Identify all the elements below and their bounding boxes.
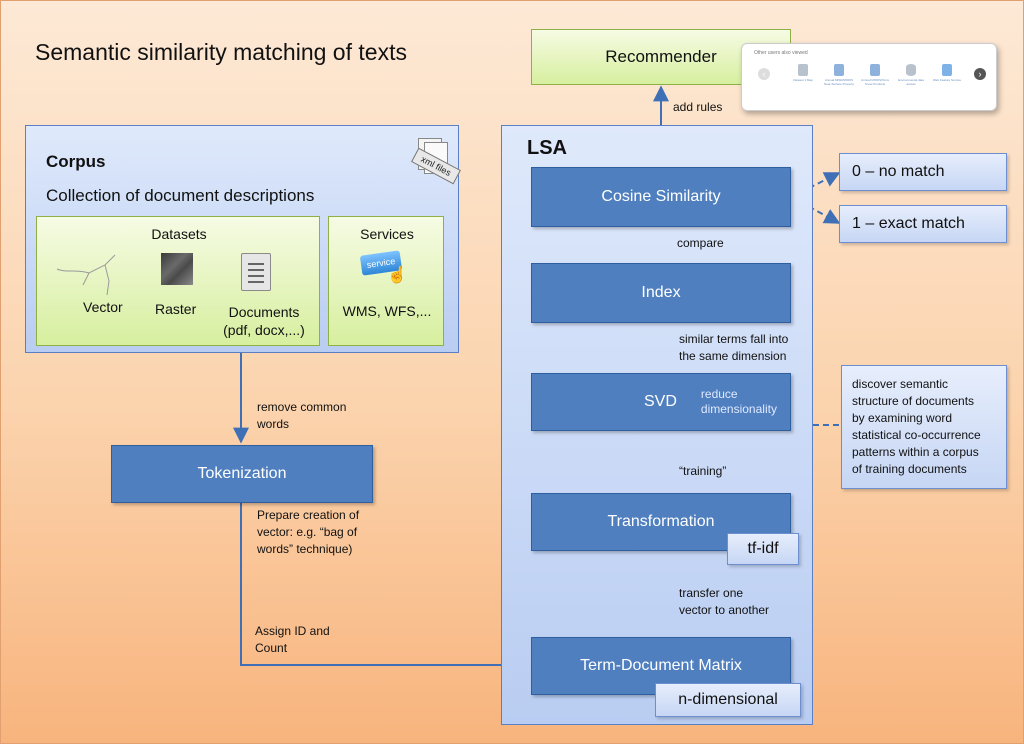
assign-id-label: Assign ID and Count (255, 623, 330, 657)
thumbnail-item-caption: Web Feature Service (932, 78, 962, 82)
index-label: Index (641, 284, 681, 301)
xml-files-icon: xml files (410, 138, 461, 185)
documents-label-line1: Documents (228, 304, 300, 320)
arrow-tokenization-to-tdm (240, 503, 531, 673)
lsa-note-line: structure of documents (852, 394, 975, 408)
prepare-line3: words” technique) (257, 542, 353, 556)
similar-terms-line2: the same dimension (679, 349, 787, 363)
documents-label-line2: (pdf, docx,...) (223, 322, 305, 338)
similar-terms-line1: similar terms fall into (679, 332, 789, 346)
transfer-line2: vector to another (679, 603, 770, 617)
svd-note-line2: dimensionality (700, 402, 777, 416)
svd-label: SVD (644, 393, 677, 410)
add-rules-label: add rules (673, 100, 723, 114)
assign-line1: Assign ID and (255, 624, 330, 638)
corpus-panel: Corpus Collection of document descriptio… (25, 125, 461, 353)
stack-icon (870, 64, 880, 76)
no-match-box: 0 – no match (839, 153, 1007, 191)
cosine-similarity-label: Cosine Similarity (601, 188, 721, 205)
services-heading: Services (360, 226, 414, 242)
lsa-note-line: by examining word (852, 411, 953, 425)
no-match-label: 0 – no match (852, 163, 945, 180)
thumbnail-item-caption: Annual MISR/MODIS Near-Surface Property (824, 78, 855, 86)
transfer-label: transfer one vector to another (679, 585, 769, 619)
thumbnail-prev-icon[interactable]: ‹ (758, 68, 770, 80)
n-dimensional-tag: n-dimensional (655, 683, 801, 717)
tfidf-tag: tf-idf (727, 533, 799, 565)
remove-line2: words (257, 417, 290, 431)
n-dimensional-label: n-dimensional (678, 691, 778, 708)
map-icon (798, 64, 808, 76)
dashed-cosine-to-exactmatch (790, 196, 841, 224)
services-box: Services service ☝ WMS, WFS,... (328, 216, 444, 346)
raster-icon (161, 253, 193, 285)
thumbnail-item-4[interactable]: Environmental data access (896, 64, 926, 86)
lsa-heading: LSA (527, 137, 567, 159)
page-title: Semantic similarity matching of texts (35, 39, 407, 65)
lsa-note-line: statistical co-occurrence (852, 428, 981, 442)
vector-icon (56, 254, 116, 296)
datasets-heading: Datasets (151, 226, 207, 242)
raster-label: Raster (155, 301, 197, 317)
lsa-description-note: discover semantic structure of documents… (841, 365, 1007, 489)
svd-note: reduce dimensionality (701, 387, 777, 417)
term-document-matrix-label: Term-Document Matrix (580, 657, 742, 674)
tfidf-label: tf-idf (747, 540, 779, 557)
thumbnail-item-1[interactable]: Dataset 1 Map (788, 64, 818, 82)
exact-match-box: 1 – exact match (839, 205, 1007, 243)
thumbnail-item-2[interactable]: Annual MISR/MODIS Near-Surface Property (824, 64, 854, 86)
similar-terms-label: similar terms fall into the same dimensi… (679, 331, 788, 365)
thumbnail-item-caption: Annual MODIS/Terra Snow Products (861, 78, 889, 86)
exact-match-label: 1 – exact match (852, 215, 965, 232)
corpus-subtitle: Collection of document descriptions (46, 186, 315, 205)
index-box: Index (531, 263, 791, 323)
prepare-vector-label: Prepare creation of vector: e.g. “bag of… (257, 507, 359, 558)
lsa-note-line: of training documents (852, 462, 967, 476)
prepare-line2: vector: e.g. “bag of (257, 525, 358, 539)
svd-note-line1: reduce (700, 387, 738, 401)
transfer-line1: transfer one (679, 586, 744, 600)
thumbnail-item-caption: Environmental data access (898, 78, 924, 86)
service-icon (942, 64, 952, 76)
remove-line1: remove common (257, 400, 347, 414)
lsa-note-line: patterns within a corpus (852, 445, 979, 459)
document-icon (241, 253, 271, 291)
recommender-label: Recommender (605, 47, 717, 66)
remove-common-words-label: remove common words (257, 399, 346, 433)
thumbnail-item-3[interactable]: Annual MODIS/Terra Snow Products (860, 64, 890, 86)
thumbnail-header: Other users also viewed (754, 50, 808, 56)
assign-line2: Count (255, 641, 288, 655)
transformation-label: Transformation (607, 513, 715, 530)
lsa-note-line: discover semantic (852, 377, 949, 391)
recommendation-thumbnail: Other users also viewed ‹ › Dataset 1 Ma… (741, 43, 997, 111)
thumbnail-next-icon[interactable]: › (974, 68, 986, 80)
thumbnail-item-caption: Dataset 1 Map (793, 78, 813, 82)
svd-box: SVD reduce dimensionality (531, 373, 791, 431)
corpus-heading: Corpus (46, 152, 106, 171)
hand-cursor-icon: ☝ (387, 267, 407, 284)
training-label: “training” (679, 464, 727, 478)
datasets-box: Datasets Vector Raster Documents (pdf, d… (36, 216, 320, 346)
prepare-line1: Prepare creation of (257, 508, 360, 522)
documents-label: Documents (pdf, docx,...) (209, 303, 319, 339)
database-icon (906, 64, 916, 76)
compare-label: compare (677, 236, 724, 250)
vector-label: Vector (83, 299, 123, 315)
tokenization-box: Tokenization (111, 445, 373, 503)
cosine-similarity-box: Cosine Similarity (531, 167, 791, 227)
thumbnail-item-5[interactable]: Web Feature Service (932, 64, 962, 82)
stack-icon (834, 64, 844, 76)
services-caption: WMS, WFS,... (342, 303, 432, 319)
tokenization-label: Tokenization (197, 465, 287, 482)
dashed-cosine-to-nomatch (790, 172, 841, 198)
